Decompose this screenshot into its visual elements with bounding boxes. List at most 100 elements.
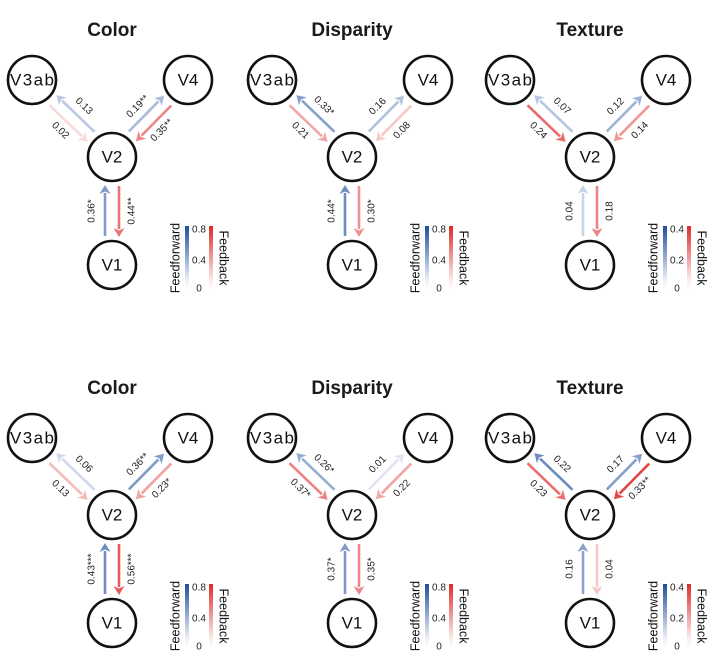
arrow-v2-to-v3ab-head (56, 453, 67, 464)
node-v2: V2 (564, 489, 616, 541)
arrow-v2-to-v4 (605, 95, 643, 133)
node-label: V1 (102, 255, 123, 274)
arrow-v2-to-v4 (367, 453, 405, 491)
colorbar-tick: 0 (674, 642, 680, 653)
label-v1-to-v2: 0.44* (327, 199, 338, 222)
arrow-v3ab-to-v2-shaft (288, 104, 323, 138)
arrow-v4-to-v2 (375, 462, 413, 500)
panel-title: Color (87, 20, 137, 41)
arrow-v1-to-v2-head (99, 543, 111, 552)
arrow-v3ab-to-v2-shaft (48, 462, 83, 496)
node-circle (326, 489, 378, 541)
node-label: V4 (178, 428, 199, 447)
arrow-v2-to-v4-head (393, 95, 405, 106)
arrow-v2-to-v3ab-head (534, 453, 545, 464)
panel-title: Disparity (311, 378, 393, 399)
node-circle (162, 412, 214, 464)
arrow-v2-to-v3ab-shaft (61, 457, 96, 491)
label-v2-to-v1: 0.30* (367, 199, 378, 222)
label-v1-to-v2: 0.36* (87, 199, 98, 222)
colorbar-feedforward-label: Feedforward (168, 223, 182, 293)
arrow-v2-to-v3ab-head (56, 95, 67, 106)
node-circle (246, 54, 298, 106)
colorbar-feedback (687, 226, 691, 290)
label-v2-to-v1: 0.04 (605, 559, 616, 579)
arrow-v1-to-v2-head (577, 185, 589, 194)
arrow-v2-to-v3ab (56, 453, 96, 491)
arrow-v4-to-v2-shaft (618, 104, 651, 137)
arrow-v3ab-to-v2 (526, 462, 566, 500)
arrow-v1-to-v2 (339, 185, 351, 236)
node-v4: V4 (640, 54, 692, 106)
arrow-v3ab-to-v2 (526, 104, 566, 142)
node-circle (326, 239, 378, 291)
panel-title: Texture (556, 378, 623, 399)
arrow-v3ab-to-v2 (48, 104, 88, 142)
arrow-v2-to-v1-head (113, 586, 125, 595)
node-label: V2 (102, 147, 123, 166)
node-v4: V4 (640, 412, 692, 464)
panel-disparity-row1: Disparity0.33*0.210.160.080.44*0.30*V3ab… (246, 20, 471, 295)
node-v2: V2 (326, 131, 378, 183)
arrow-v2-to-v4-shaft (367, 458, 400, 491)
node-circle (6, 412, 58, 464)
node-circle (326, 597, 378, 649)
arrow-v2-to-v4-shaft (605, 458, 638, 491)
colorbar-tick: 0.8 (192, 225, 206, 236)
colorbar-feedback-label: Feedback (217, 589, 231, 645)
arrow-v4-to-v2-head (613, 489, 625, 500)
arrow-v2-to-v3ab-head (534, 95, 545, 106)
colorbar-tick: 0 (674, 284, 680, 295)
arrow-v2-to-v4-shaft (127, 458, 160, 491)
arrow-v4-to-v2 (135, 462, 173, 500)
colorbar-tick: 0.4 (670, 583, 684, 594)
arrow-v1-to-v2-head (339, 185, 351, 194)
arrow-v2-to-v3ab (534, 95, 574, 133)
arrow-v2-to-v4-head (393, 453, 405, 464)
node-v1: V1 (326, 597, 378, 649)
node-v3ab: V3ab (246, 412, 298, 464)
colorbar-feedback-label: Feedback (695, 589, 709, 645)
panel-disparity-row2: Disparity0.26*0.37*0.010.220.37*0.35*V3a… (246, 378, 471, 653)
arrow-v2-to-v4 (127, 95, 165, 133)
colorbar-tick: 0.2 (670, 256, 684, 267)
arrow-v3ab-to-v2 (48, 462, 88, 500)
arrow-v2-to-v1 (113, 186, 125, 237)
colorbar-feedforward (425, 584, 429, 648)
colorbar-tick: 0.4 (192, 256, 206, 267)
arrow-v4-to-v2 (613, 104, 651, 142)
arrow-v2-to-v1-head (353, 228, 365, 237)
colorbar-tick: 0 (436, 284, 442, 295)
colorbar-feedback (449, 584, 453, 648)
node-circle (86, 489, 138, 541)
arrow-v2-to-v4-head (153, 95, 165, 106)
label-v2-to-v1: 0.44** (127, 197, 138, 224)
node-circle (564, 489, 616, 541)
node-circle (564, 131, 616, 183)
node-circle (484, 412, 536, 464)
node-label: V1 (342, 255, 363, 274)
node-label: V1 (580, 613, 601, 632)
arrow-v4-to-v2-shaft (140, 462, 173, 495)
arrow-v2-to-v3ab (296, 453, 336, 491)
arrow-v2-to-v3ab-head (296, 453, 307, 464)
node-label: V2 (580, 505, 601, 524)
colorbar-tick: 0 (436, 642, 442, 653)
arrow-v4-to-v2-shaft (618, 462, 651, 495)
arrow-v1-to-v2-head (339, 543, 351, 552)
label-v1-to-v2: 0.43*** (87, 553, 98, 584)
arrow-v3ab-to-v2-head (77, 489, 88, 500)
arrow-v2-to-v4 (367, 95, 405, 133)
node-circle (402, 412, 454, 464)
node-v3ab: V3ab (6, 412, 58, 464)
node-label: V3ab (488, 428, 532, 447)
colorbar-feedback-label: Feedback (457, 589, 471, 645)
arrow-v2-to-v1-head (591, 586, 603, 595)
node-label: V1 (102, 613, 123, 632)
arrow-v2-to-v4-shaft (367, 100, 400, 133)
arrow-v4-to-v2-head (375, 131, 387, 142)
node-v1: V1 (326, 239, 378, 291)
node-circle (6, 54, 58, 106)
